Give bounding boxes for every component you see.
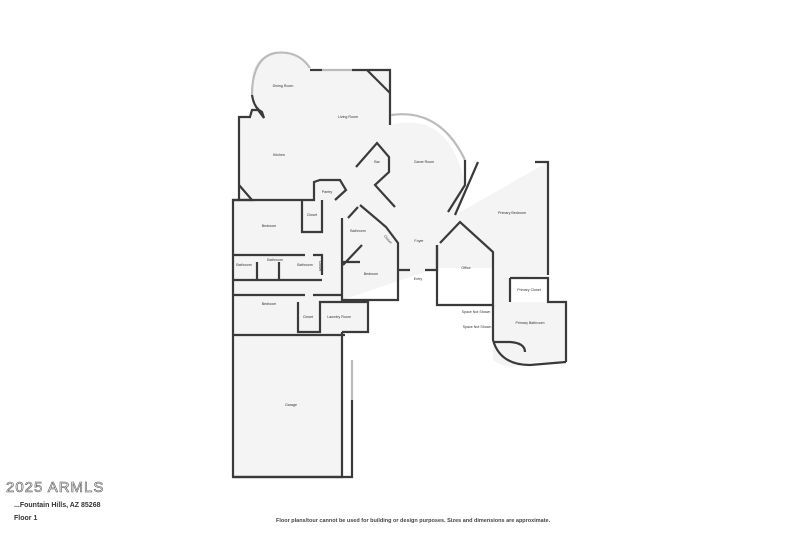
room-fills (233, 52, 566, 477)
room-label-bathroom-c: Bathroom (297, 263, 313, 267)
floor-label: Floor 1 (14, 515, 38, 522)
room-label-pantry: Pantry (322, 190, 333, 194)
room-label-living: Living Room (338, 115, 358, 119)
room-label-bathroom-d: Bathroom (350, 229, 366, 233)
room-label-bathroom-b: Bathroom (267, 258, 283, 262)
walls (231, 51, 568, 479)
room-label-office: Office (461, 266, 470, 270)
room-label-bedroom-2: Bedroom (262, 302, 277, 306)
room-label-laundry: Laundry Room (327, 315, 351, 319)
room-label-closet-3: Closet (303, 315, 313, 319)
disclaimer: Floor plans/tour cannot be used for buil… (276, 518, 551, 524)
room-label-garage: Garage (285, 403, 297, 407)
room-label-kitchen: Kitchen (273, 153, 285, 157)
room-label-primary-bathroom: Primary Bathroom (516, 321, 545, 325)
room-label-space-not-shown-2: Space Not Shown (463, 325, 492, 329)
room-label-bathroom-a: Bathroom (236, 263, 252, 267)
room-label-bar: Bar (374, 160, 380, 164)
room-label-closet-1: Closet (307, 213, 317, 217)
room-label-closet-2: Closet (318, 261, 322, 271)
watermark: 2025 ARMLS (6, 479, 105, 497)
room-label-bedroom-3: Bedroom (364, 272, 379, 276)
room-label-closet-4: Closet (383, 234, 393, 244)
room-label-entry: Entry (414, 277, 423, 281)
room-label-space-not-shown-1: Space Not Shown (462, 310, 491, 314)
room-label-bedroom-1: Bedroom (262, 224, 277, 228)
room-labels: Dining Room Living Room Kitchen Bar Game… (236, 84, 544, 407)
room-label-game: Game Room (414, 160, 434, 164)
room-label-primary-bedroom: Primary Bedroom (498, 211, 526, 215)
property-address: ...Fountain Hills, AZ 85268 (14, 502, 101, 509)
room-label-dining: Dining Room (273, 84, 294, 88)
room-label-primary-closet: Primary Closet (517, 288, 541, 292)
room-label-foyer: Foyer (414, 239, 424, 243)
